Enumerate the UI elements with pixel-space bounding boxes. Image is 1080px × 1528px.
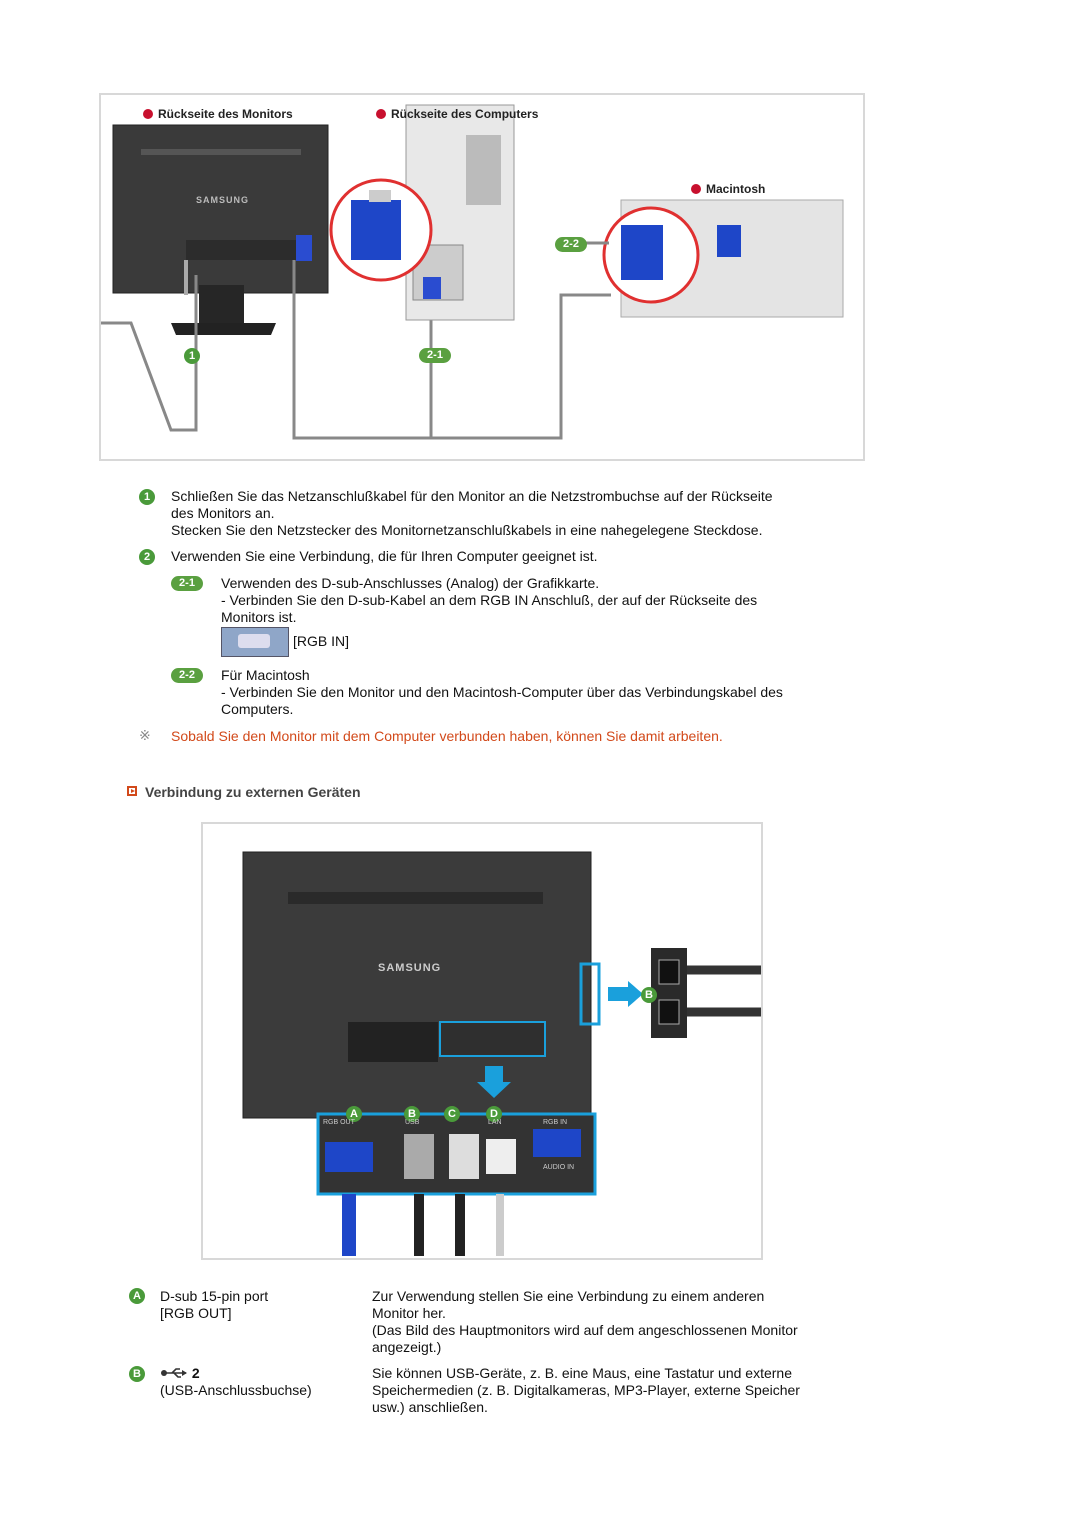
label-macintosh: Macintosh	[691, 182, 765, 196]
step-2-1-line-3: Monitors ist.	[221, 609, 297, 625]
step-2-2-line-3: Computers.	[221, 701, 294, 717]
port-label-rgb-in: RGB IN	[543, 1119, 568, 1126]
external-devices-graphic	[242, 851, 761, 1256]
rgb-in-label: [RGB IN]	[293, 633, 350, 649]
marker-a: A	[346, 1106, 362, 1122]
table-b-left: 2 (USB-Anschlussbuchse)	[160, 1365, 312, 1399]
table-a-left: D-sub 15-pin port [RGB OUT]	[160, 1288, 268, 1322]
table-a-left-2: [RGB OUT]	[160, 1305, 232, 1321]
label-monitor-back: Rückseite des Monitors	[143, 107, 293, 121]
monitor-brand-2: SAMSUNG	[378, 962, 442, 974]
table-a-left-1: D-sub 15-pin port	[160, 1288, 269, 1304]
table-a-badge: A	[129, 1288, 145, 1304]
label-computer-back: Rückseite des Computers	[376, 107, 538, 121]
badge-2-1: 2-1	[419, 348, 451, 363]
section-arrow-icon	[127, 786, 137, 796]
table-a-right-4: angezeigt.)	[372, 1339, 442, 1355]
table-a-right-1: Zur Verwendung stellen Sie eine Verbindu…	[372, 1288, 765, 1304]
table-b-left-2: (USB-Anschlussbuchse)	[160, 1382, 312, 1398]
table-b-right-1: Sie können USB-Geräte, z. B. eine Maus, …	[372, 1365, 792, 1381]
marker-d: D	[486, 1106, 502, 1122]
table-a-right-2: Monitor her.	[372, 1305, 446, 1321]
step-2-text: Verwenden Sie eine Verbindung, die für I…	[171, 548, 598, 564]
step-1-badge: 1	[139, 489, 155, 505]
step-2-badge: 2	[139, 549, 155, 565]
usb-count: 2	[191, 1365, 200, 1381]
step-2-2-text: Für Macintosh - Verbinden Sie den Monito…	[221, 667, 841, 718]
step-1-line-1: Schließen Sie das Netzanschlußkabel für …	[171, 488, 773, 504]
usb-icon	[161, 1368, 187, 1378]
port-label-audio-in: AUDIO IN	[543, 1164, 575, 1171]
badge-2-2: 2-2	[555, 237, 587, 252]
badge-1: 1	[184, 348, 200, 364]
connection-diagram: Rückseite des Monitors Rückseite des Com…	[99, 93, 865, 461]
port-label-usb: USB	[405, 1119, 420, 1126]
table-b-badge: B	[129, 1366, 145, 1382]
table-b-right-2: Speichermedien (z. B. Digitalkameras, MP…	[372, 1382, 800, 1398]
connection-diagram-graphic	[101, 104, 844, 440]
external-devices-diagram: SAMSUNG A B C D B RGB OUT USB LAN RGB IN…	[201, 822, 763, 1260]
table-a-right: Zur Verwendung stellen Sie eine Verbindu…	[372, 1288, 842, 1356]
marker-b: B	[404, 1106, 420, 1122]
step-1-text: Schließen Sie das Netzanschlußkabel für …	[171, 488, 851, 539]
step-2-2-line-2: - Verbinden Sie den Monitor und den Maci…	[221, 684, 783, 700]
table-b-left-1: 2	[160, 1365, 312, 1382]
step-2-1-line-1: Verwenden des D-sub-Anschlusses (Analog)…	[221, 575, 600, 591]
step-1-line-2: des Monitors an.	[171, 505, 275, 521]
table-b-right-3: usw.) anschließen.	[372, 1399, 488, 1415]
rgb-in-port-icon	[221, 627, 289, 657]
note-mark-icon: ※	[139, 727, 151, 743]
table-b-right: Sie können USB-Geräte, z. B. eine Maus, …	[372, 1365, 842, 1416]
monitor-brand: SAMSUNG	[196, 195, 250, 205]
step-2-1-badge: 2-1	[171, 576, 203, 591]
step-2-1-line-2: - Verbinden Sie den D-sub-Kabel an dem R…	[221, 592, 758, 608]
note-text: Sobald Sie den Monitor mit dem Computer …	[171, 728, 723, 744]
step-2-2-badge: 2-2	[171, 668, 203, 683]
step-2-2-line-1: Für Macintosh	[221, 667, 310, 683]
port-label-rgb-out: RGB OUT	[323, 1119, 355, 1126]
step-2-1-text: Verwenden des D-sub-Anschlusses (Analog)…	[221, 575, 841, 626]
table-a-right-3: (Das Bild des Hauptmonitors wird auf dem…	[372, 1322, 798, 1338]
section-title: Verbindung zu externen Geräten	[145, 784, 361, 800]
marker-c: C	[444, 1106, 460, 1122]
marker-b-side: B	[641, 987, 657, 1003]
port-label-lan: LAN	[488, 1119, 502, 1126]
step-1-line-3: Stecken Sie den Netzstecker des Monitorn…	[171, 522, 763, 538]
